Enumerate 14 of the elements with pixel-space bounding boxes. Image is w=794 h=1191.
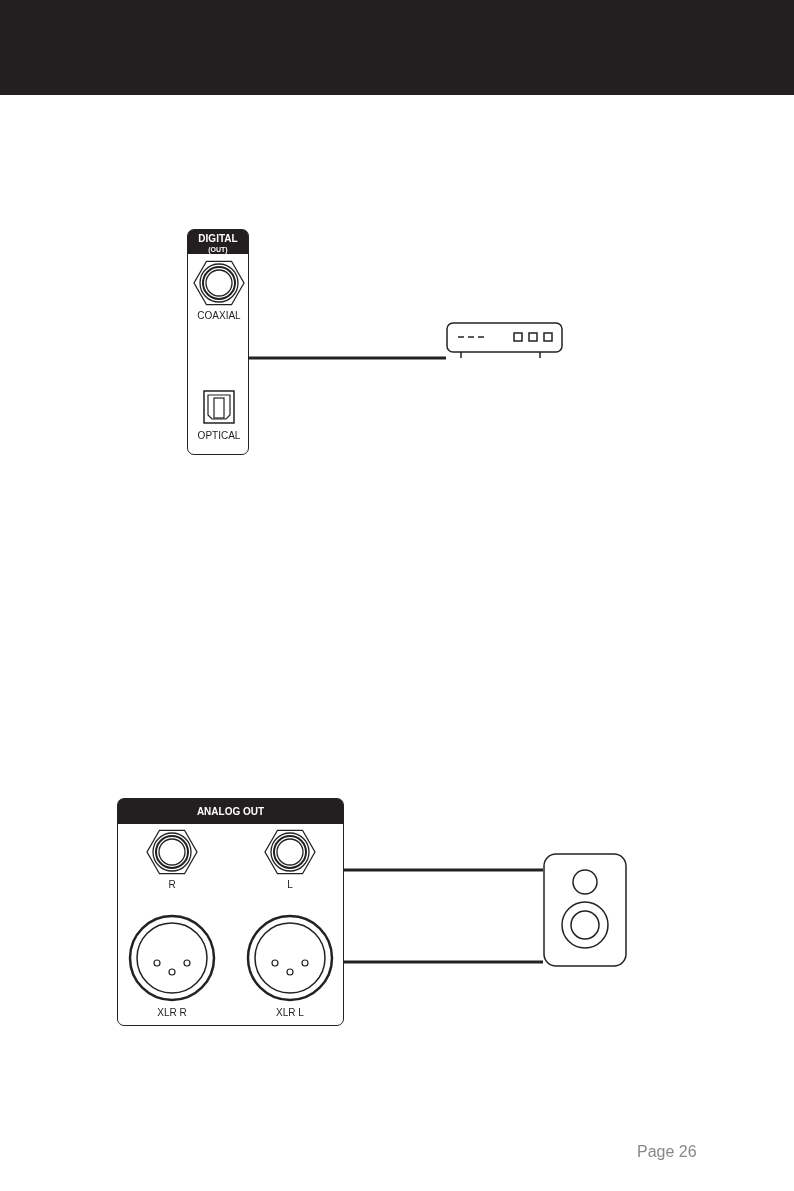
- cable-line: [344, 868, 543, 872]
- port-label: COAXIAL: [197, 310, 241, 321]
- page-number: Page 26: [637, 1143, 697, 1161]
- port-label: OPTICAL: [197, 430, 241, 441]
- cable-line: [344, 960, 543, 964]
- port-label: XLR R: [157, 1007, 187, 1018]
- cable-line: [249, 356, 446, 360]
- connector-panel: [187, 229, 249, 455]
- port-label: R: [168, 879, 176, 890]
- panel-title: ANALOG OUT: [195, 805, 266, 819]
- port-label: XLR L: [276, 1007, 304, 1018]
- panel-title: DIGITAL: [197, 232, 239, 245]
- connector-panel: [117, 798, 344, 1026]
- port-label: L: [287, 879, 293, 890]
